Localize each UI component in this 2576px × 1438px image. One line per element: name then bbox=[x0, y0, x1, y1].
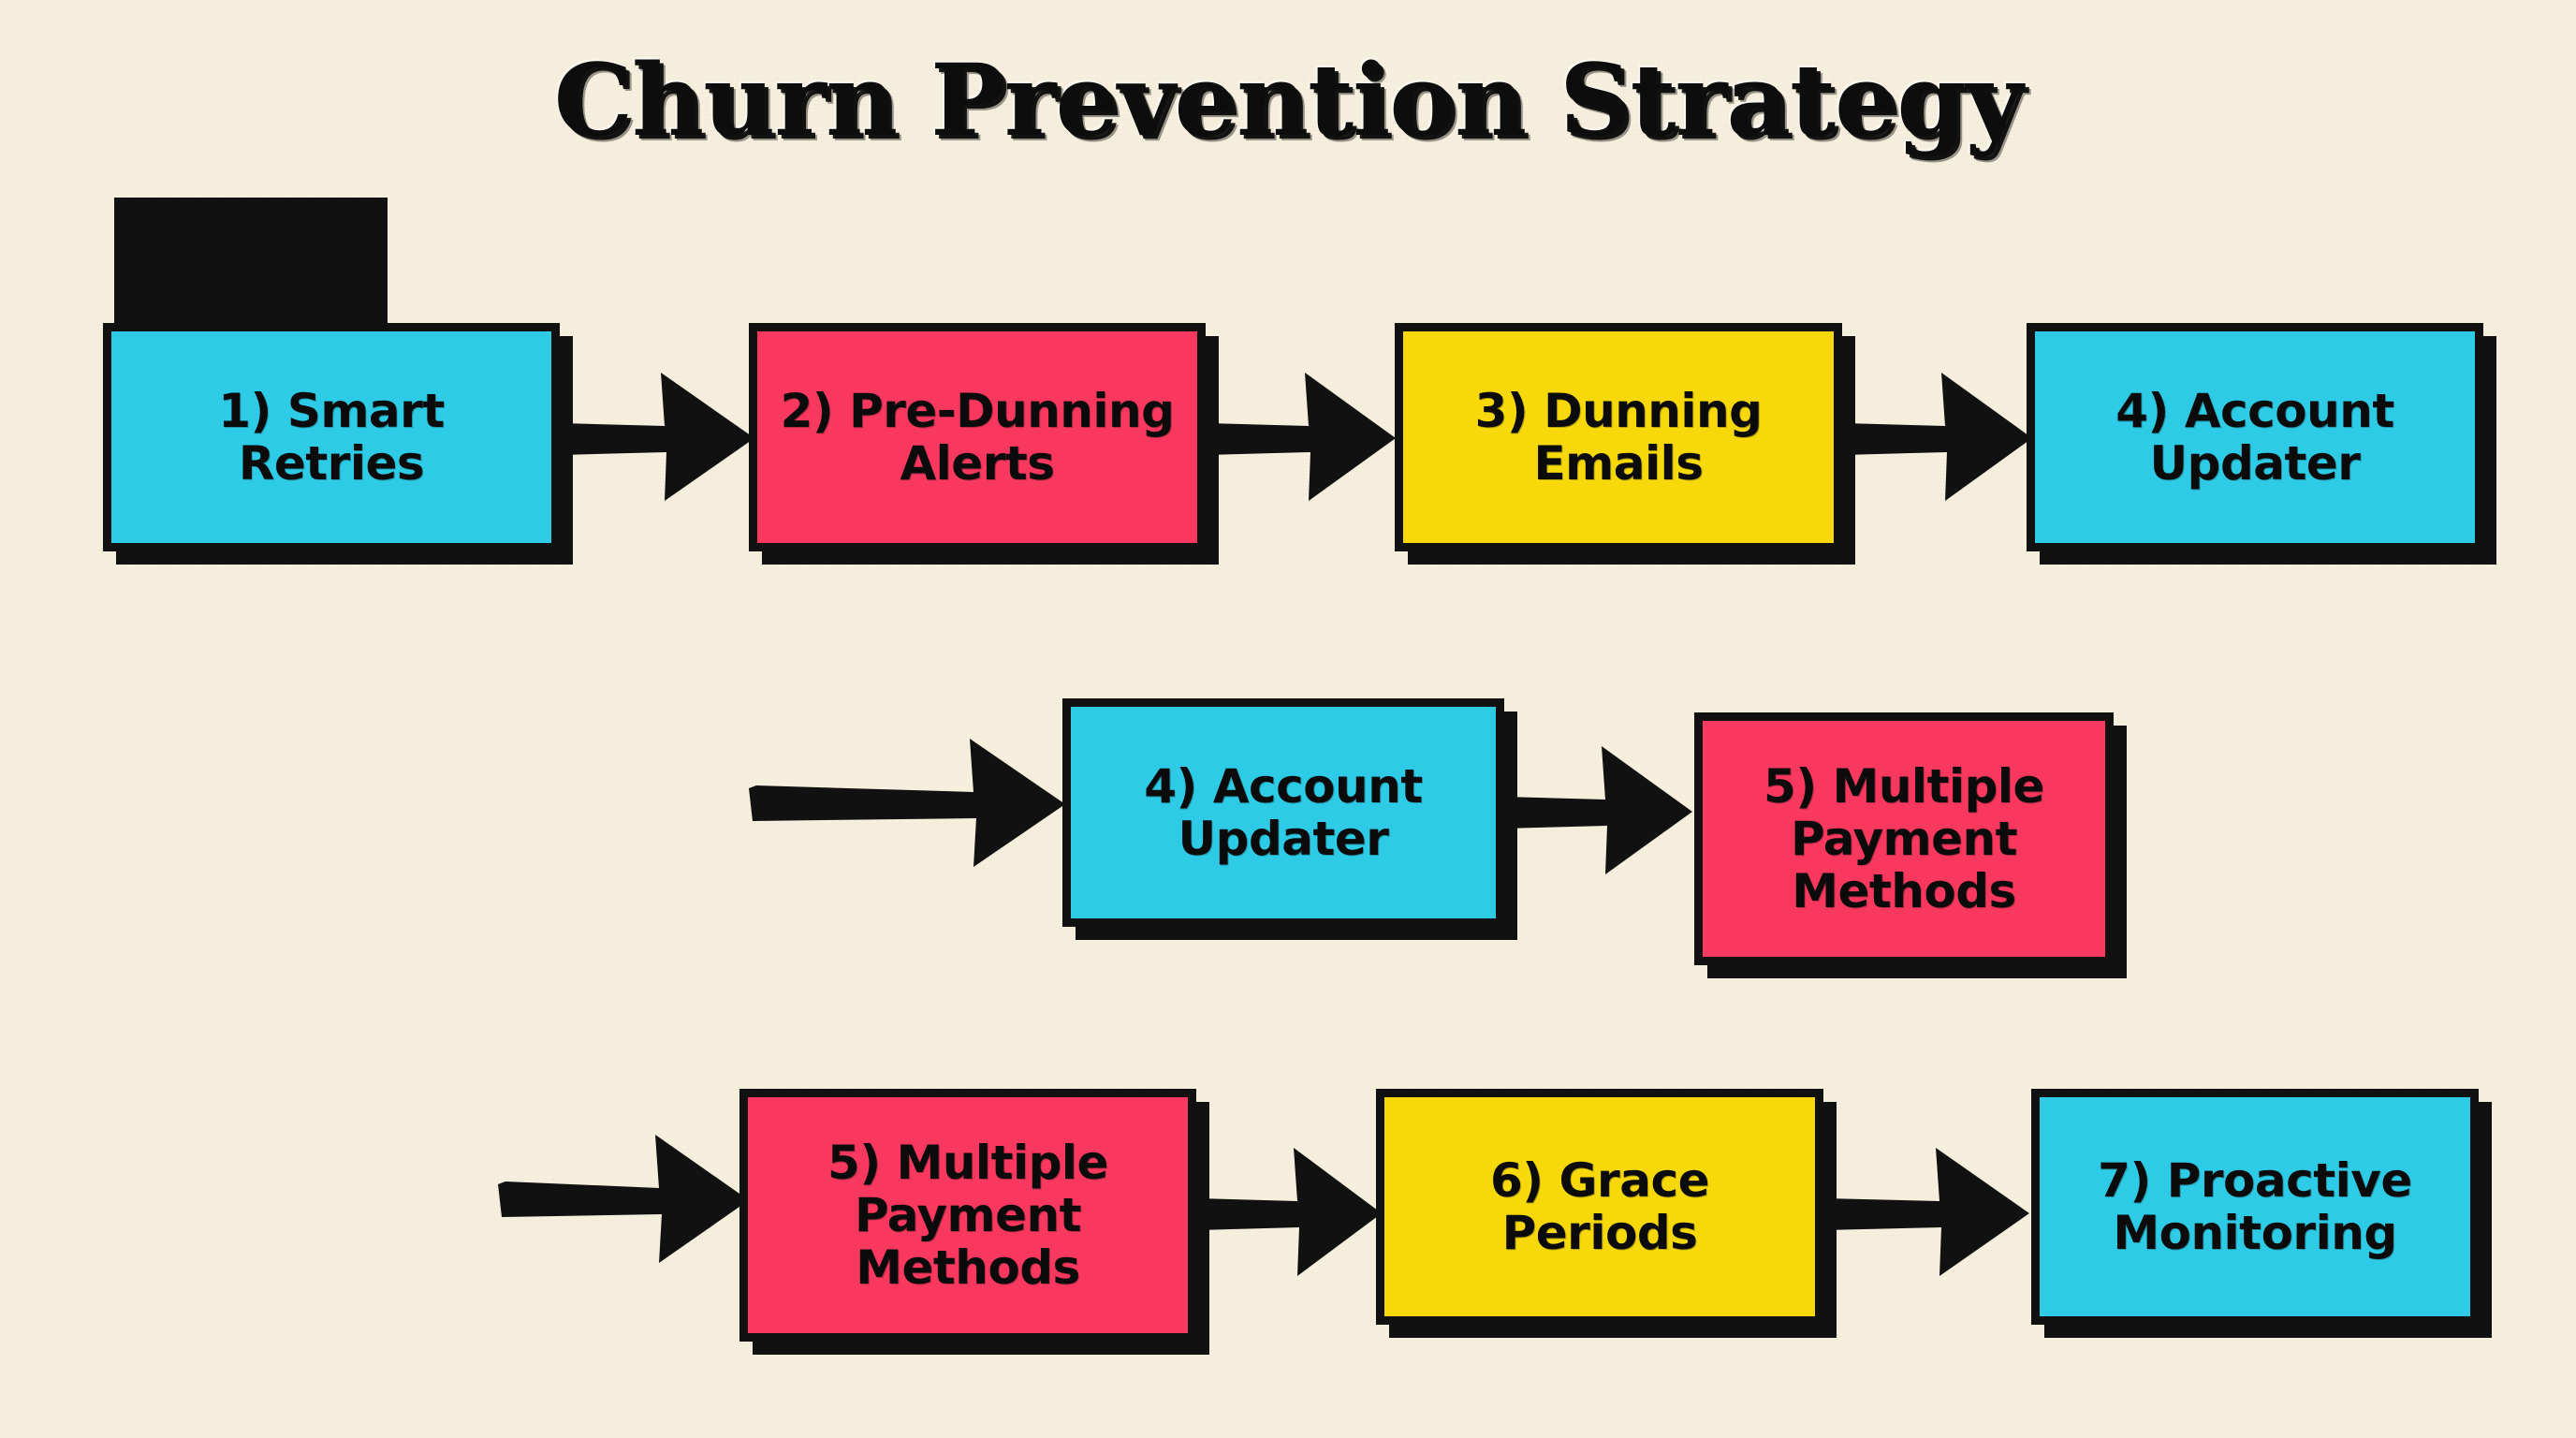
page-title: Churn Prevention Strategy bbox=[553, 41, 2023, 158]
arrow-row2-lead-in bbox=[749, 737, 1067, 873]
arrow-row3-lead-in bbox=[498, 1133, 751, 1269]
arrow-1-to-2 bbox=[560, 371, 756, 506]
arrow-4-to-5 bbox=[1502, 744, 1694, 880]
node-step-5-row2[interactable]: 5) Multiple Payment Methods bbox=[1694, 712, 2114, 965]
node-step-7[interactable]: 7) Proactive Monitoring bbox=[2031, 1089, 2479, 1325]
node-step-4-row2[interactable]: 4) Account Updater bbox=[1062, 698, 1504, 927]
node-step-2[interactable]: 2) Pre-Dunning Alerts bbox=[749, 323, 1206, 551]
node-step-4-row1[interactable]: 4) Account Updater bbox=[2027, 323, 2483, 551]
node-label-4-row2: 4) Account Updater bbox=[1144, 759, 1423, 866]
arrow-2-to-3 bbox=[1206, 371, 1398, 506]
node-label-5-row2: 5) Multiple Payment Methods bbox=[1764, 759, 2044, 918]
node-step-3[interactable]: 3) Dunning Emails bbox=[1395, 323, 1842, 551]
node-label-2: 2) Pre-Dunning Alerts bbox=[780, 384, 1175, 491]
node-step-5-row3[interactable]: 5) Multiple Payment Methods bbox=[739, 1089, 1196, 1342]
arrow-6-to-7 bbox=[1823, 1146, 2031, 1282]
node-shadow-1 bbox=[114, 198, 388, 340]
node-step-1[interactable]: 1) Smart Retries bbox=[103, 323, 560, 551]
arrow-5-to-6 bbox=[1196, 1146, 1383, 1282]
arrow-3-to-4 bbox=[1842, 371, 2034, 506]
node-label-6: 6) Grace Periods bbox=[1489, 1153, 1710, 1260]
node-label-4-row1: 4) Account Updater bbox=[2115, 384, 2394, 491]
node-label-1: 1) Smart Retries bbox=[218, 384, 445, 491]
node-label-5-row3: 5) Multiple Payment Methods bbox=[827, 1136, 1108, 1295]
node-label-7: 7) Proactive Monitoring bbox=[2098, 1153, 2412, 1260]
node-label-3: 3) Dunning Emails bbox=[1474, 384, 1763, 491]
node-step-6[interactable]: 6) Grace Periods bbox=[1376, 1089, 1823, 1325]
